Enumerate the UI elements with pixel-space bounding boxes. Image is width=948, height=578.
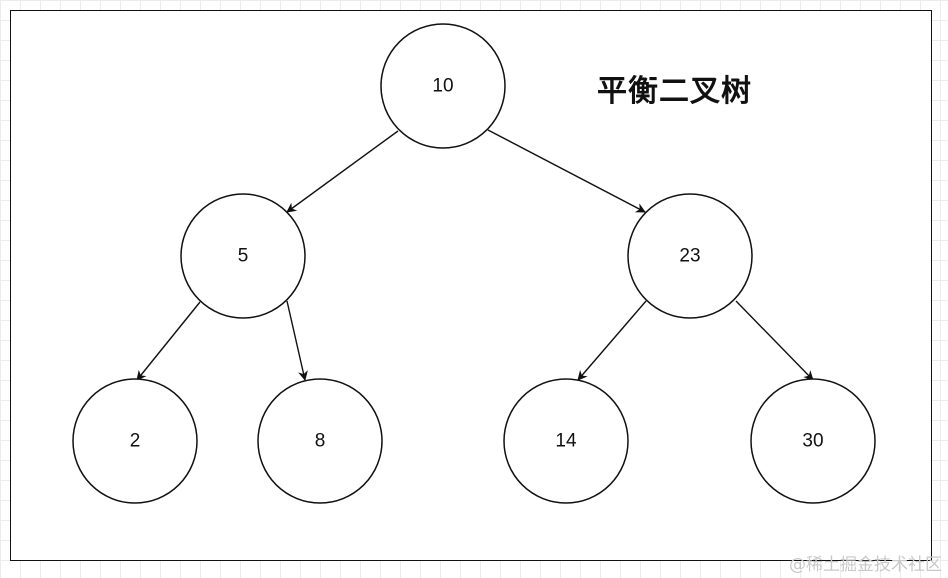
edge-23-14 — [577, 300, 647, 381]
node-14: 14 — [503, 378, 629, 504]
node-30: 30 — [750, 378, 876, 504]
edge-5-2 — [136, 301, 201, 381]
node-8: 8 — [257, 378, 383, 504]
node-label: 23 — [679, 246, 700, 267]
edge-10-5 — [286, 130, 399, 213]
node-5: 5 — [180, 193, 306, 319]
edge-10-23 — [487, 129, 646, 213]
node-label: 8 — [315, 431, 326, 452]
node-label: 30 — [802, 431, 823, 452]
node-23: 23 — [627, 193, 753, 319]
edge-23-30 — [735, 300, 814, 381]
node-label: 10 — [432, 76, 453, 97]
edge-5-8 — [286, 300, 308, 381]
node-label: 14 — [555, 431, 577, 452]
node-label: 5 — [238, 246, 249, 267]
node-label: 2 — [130, 431, 141, 452]
node-10: 10 — [380, 23, 506, 149]
watermark: @稀土掘金技术社区 — [789, 555, 942, 575]
diagram-title: 平衡二叉树 — [597, 74, 752, 109]
node-2: 2 — [72, 378, 198, 504]
